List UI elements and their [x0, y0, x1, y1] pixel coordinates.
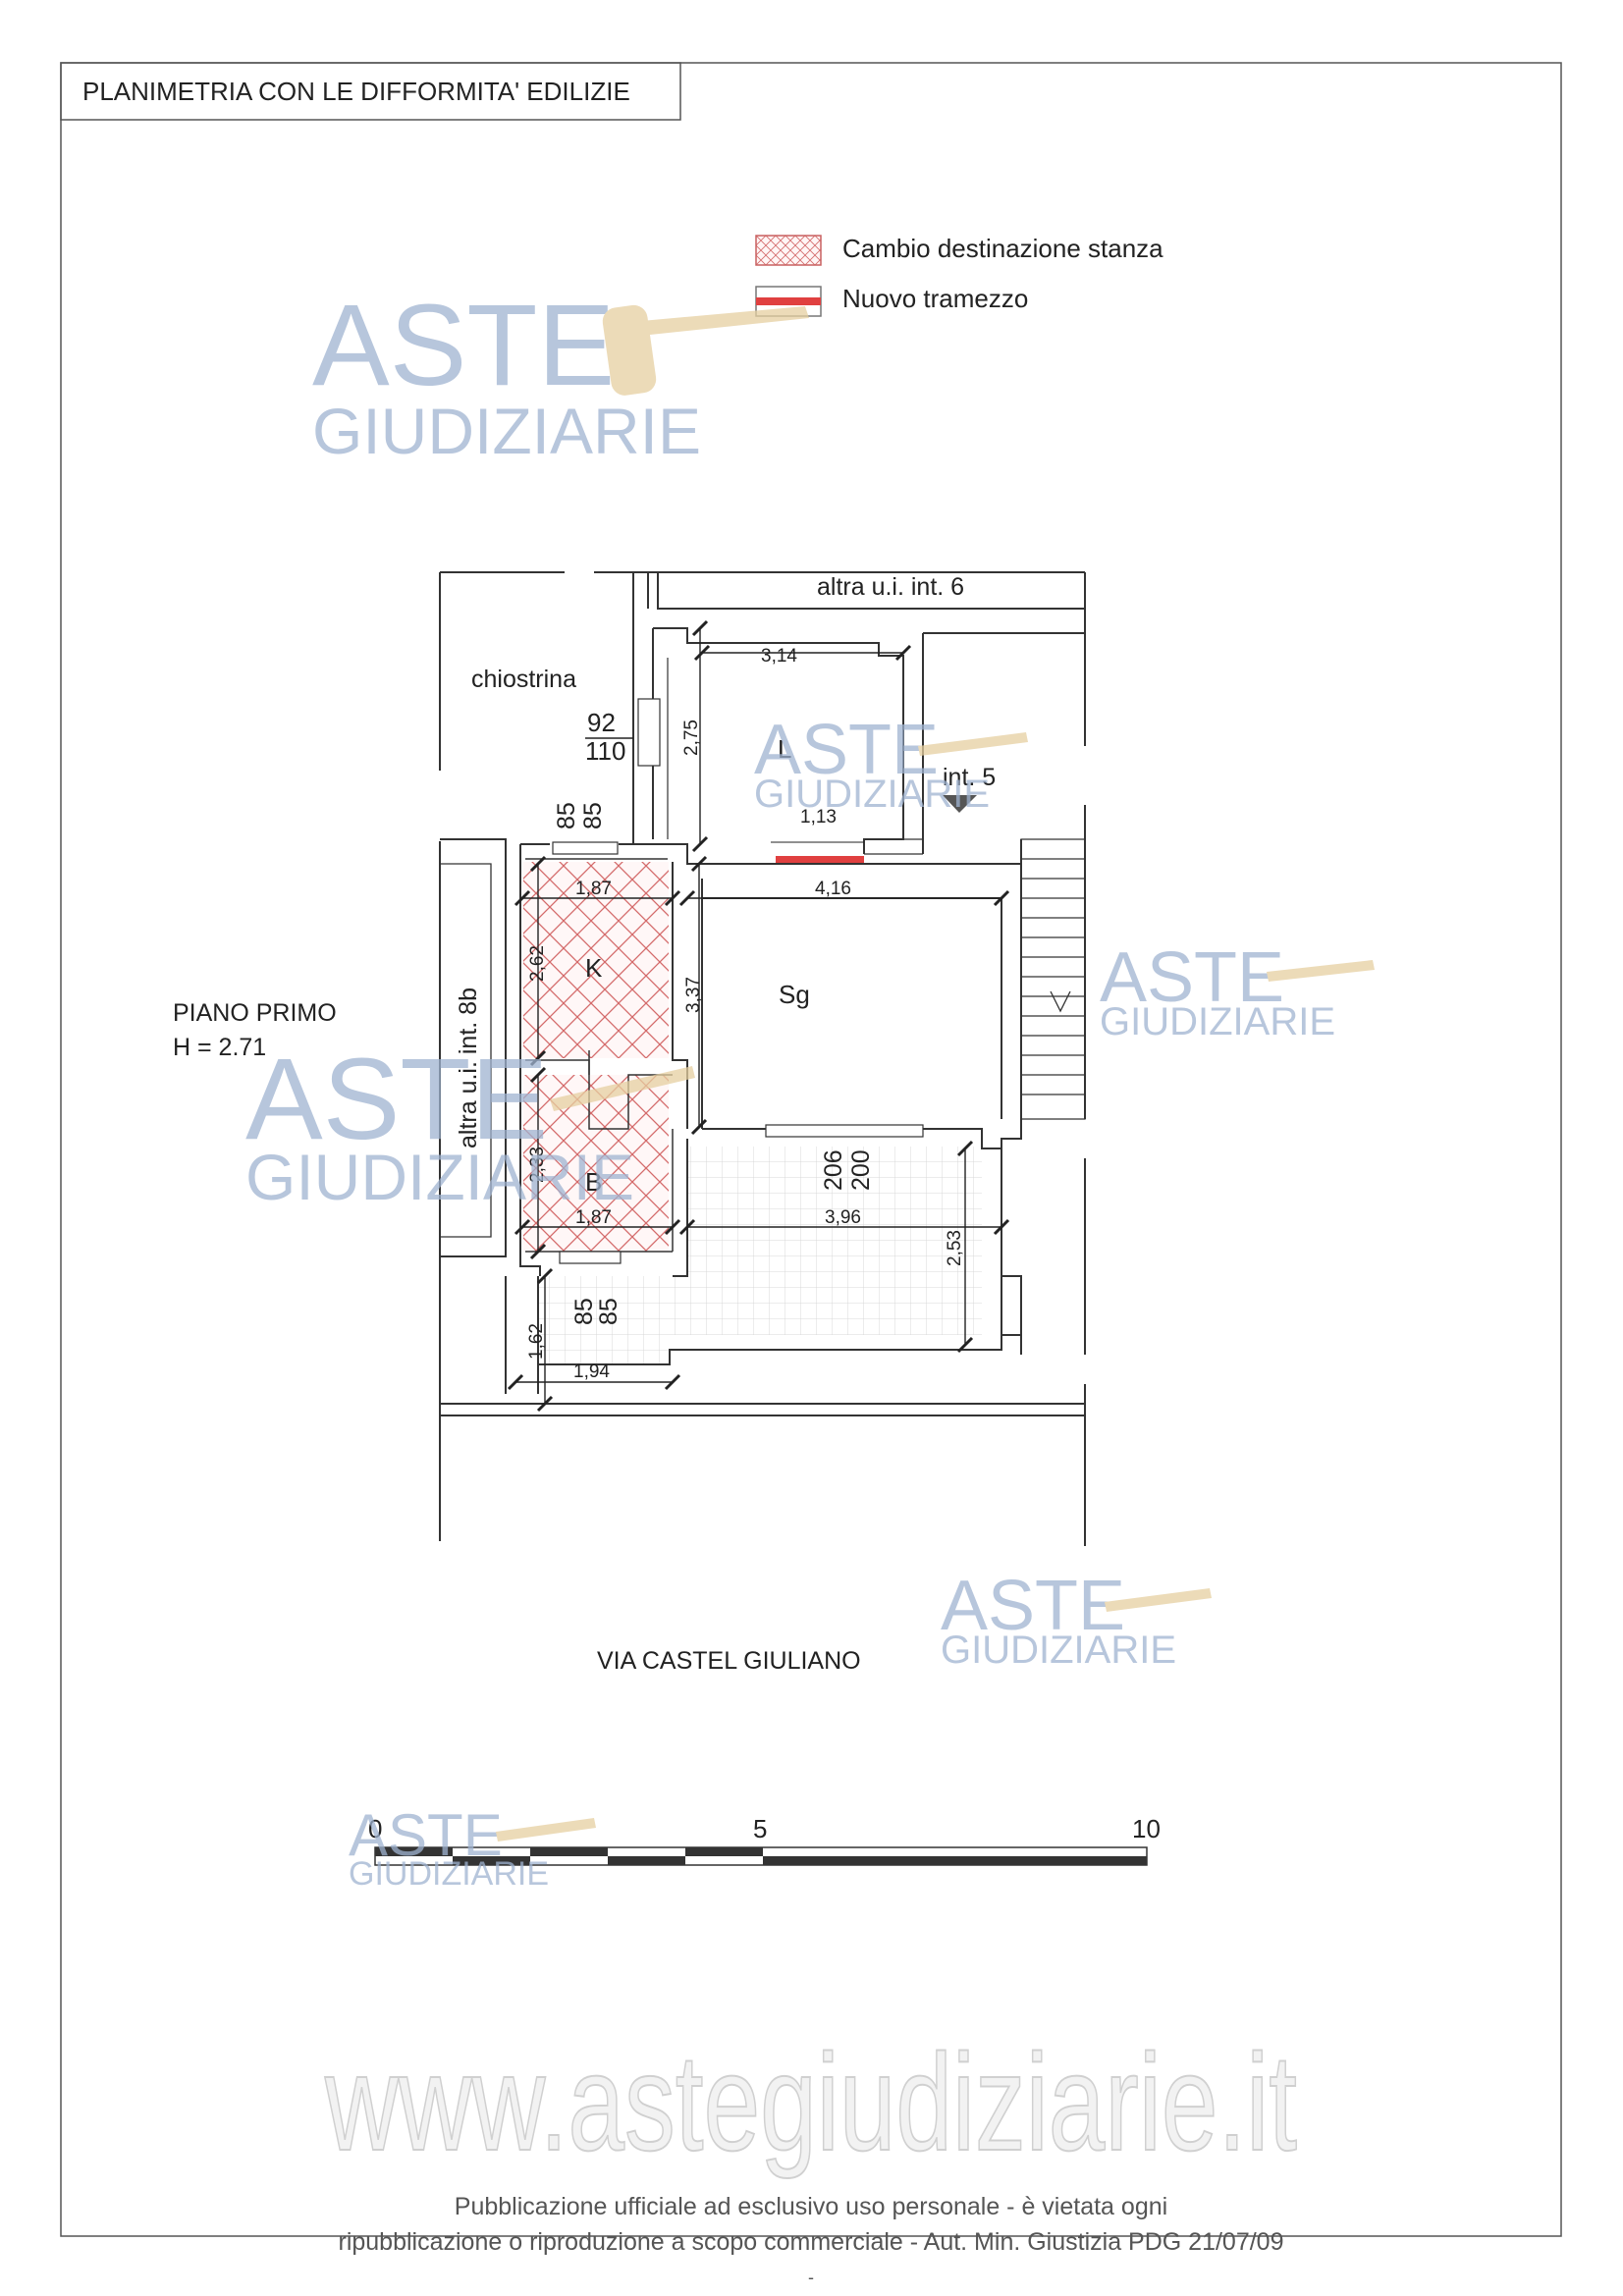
page-frame: [60, 62, 1562, 2237]
window-bath: [559, 1251, 622, 1264]
room-label-kitchen: K: [585, 953, 603, 983]
unit-marker-icon: [943, 795, 977, 813]
legend-label-new-partition: Nuovo tramezzo: [842, 284, 1028, 313]
watermark-brand-top: ASTE: [245, 1035, 548, 1164]
dim-262: 2,62: [527, 945, 548, 982]
watermark-brand-bottom: GIUDIZIARIE: [312, 395, 701, 467]
bath-hatch: [523, 1075, 669, 1252]
terrace-floor: [538, 1147, 982, 1364]
dim-110: 110: [585, 736, 625, 766]
window-chiostrina: [637, 698, 661, 767]
watermark-logo-1: ASTE GIUDIZIARIE: [312, 281, 809, 467]
street-front: [440, 1403, 1085, 1416]
gavel-icon: [918, 732, 1028, 756]
gavel-icon: [1105, 1588, 1212, 1612]
window-living: [765, 1124, 924, 1138]
legend-swatch-hatch: [755, 235, 822, 266]
legend-label-room-change: Cambio destinazione stanza: [842, 234, 1163, 263]
watermark-brand-top: ASTE: [941, 1567, 1125, 1645]
new-partition-bar: [776, 856, 864, 863]
wall-left-main: [519, 844, 541, 1276]
scale-label-0: 0: [368, 1814, 382, 1843]
watermark-logo-2: ASTE GIUDIZIARIE: [754, 711, 1028, 816]
gavel-icon: [496, 1818, 596, 1842]
dim-85-bottom-b: 85: [595, 1298, 622, 1325]
scale-bar: 0 5 10: [368, 1814, 1161, 1866]
dim-85-top-b: 85: [579, 802, 607, 829]
label-other-unit-top: altra u.i. int. 6: [817, 573, 964, 601]
dim-253: 2,53: [945, 1230, 965, 1266]
room-label-living: Sg: [779, 980, 810, 1009]
wall-terrace: [537, 1139, 1002, 1394]
watermark-logos: ASTE GIUDIZIARIE ASTE GIUDIZIARIE ASTE G…: [245, 281, 1375, 1893]
dim-194: 1,94: [573, 1362, 610, 1382]
laundry-door: [864, 838, 923, 855]
wall-top-main: [520, 843, 1021, 865]
watermark-logo-5: ASTE GIUDIZIARIE: [941, 1567, 1212, 1672]
dim-200: 200: [847, 1149, 875, 1191]
watermark-logo-3: ASTE GIUDIZIARIE: [1100, 938, 1375, 1043]
watermark-brand-top: ASTE: [754, 711, 939, 789]
room-label-bath: B: [585, 1167, 602, 1197]
wall-chiostrina: [632, 572, 649, 844]
wall-terrace-left: [505, 1276, 1021, 1394]
scale-label-5: 5: [753, 1814, 767, 1843]
dim-337: 3,37: [683, 977, 704, 1013]
label-height: H = 2.71: [173, 1034, 266, 1061]
floor-plan: [439, 571, 1086, 1546]
dim-275: 2,75: [681, 720, 702, 756]
label-floor: PIANO PRIMO: [173, 999, 337, 1027]
dim-206: 206: [820, 1149, 847, 1191]
legend-swatch-partition-bar: [756, 297, 821, 305]
dim-416: 4,16: [815, 879, 851, 899]
watermark-logo-6: ASTE GIUDIZIARIE: [349, 1802, 596, 1893]
watermark-brand-bottom: GIUDIZIARIE: [245, 1141, 634, 1213]
gavel-icon: [550, 1066, 695, 1111]
watermark-brand-top: ASTE: [349, 1802, 503, 1868]
watermark-logo-4: ASTE GIUDIZIARIE: [245, 1035, 695, 1213]
watermark-brand-bottom: GIUDIZIARIE: [754, 773, 990, 816]
footer-mark: -: [808, 2268, 814, 2287]
footer-line-2: ripubblicazione o riproduzione a scopo c…: [339, 2228, 1284, 2256]
dim-85-bottom-a: 85: [570, 1298, 598, 1325]
legend: Cambio destinazione stanza Nuovo tramezz…: [755, 234, 1163, 317]
dim-85-top-a: 85: [553, 802, 580, 829]
dim-396: 3,96: [825, 1207, 861, 1228]
gavel-icon: [609, 306, 809, 339]
wall-int8b: [440, 838, 507, 1257]
stairs: [1020, 838, 1086, 1120]
title-box: [60, 62, 681, 121]
label-street: VIA CASTEL GIULIANO: [597, 1647, 861, 1675]
wall-int6: [657, 572, 1085, 610]
dim-92: 92: [587, 708, 616, 737]
dimension-lines: [507, 619, 1010, 1413]
label-unit-int5: int. 5: [943, 764, 996, 791]
footer-line-1: Pubblicazione ufficiale ad esclusivo uso…: [455, 2193, 1167, 2220]
page-title: PLANIMETRIA CON LE DIFFORMITA' EDILIZIE: [82, 77, 630, 106]
wall-living: [702, 897, 1002, 1149]
scale-label-10: 10: [1132, 1814, 1161, 1843]
dim-314: 3,14: [761, 646, 797, 667]
gavel-icon: [1267, 960, 1375, 982]
wall-right-main: [1001, 839, 1022, 1355]
watermark-url: www.astegiudiziarie.it: [324, 2025, 1297, 2179]
dim-187-bottom: 1,87: [575, 1207, 612, 1228]
watermark-brand-top: ASTE: [1100, 938, 1284, 1017]
wall-int8b-inner: [440, 863, 492, 1238]
dim-233: 2,33: [527, 1147, 548, 1183]
label-other-unit-left: altra u.i. int. 8b: [455, 988, 482, 1148]
window-kitchen: [552, 841, 619, 855]
watermark-brand-top: ASTE: [312, 281, 615, 410]
wall-kitchen-living: [672, 862, 703, 1129]
watermark-brand-bottom: GIUDIZIARIE: [941, 1629, 1176, 1672]
room-label-laundry: L: [778, 734, 791, 764]
watermark-brand-bottom: GIUDIZIARIE: [1100, 1000, 1335, 1043]
dim-113: 1,13: [800, 807, 837, 828]
dim-162: 1,62: [526, 1323, 547, 1360]
kitchen-hatch: [523, 862, 669, 1058]
watermark-brand-bottom: GIUDIZIARIE: [349, 1855, 549, 1893]
label-chiostrina: chiostrina: [471, 666, 576, 693]
dim-187-top: 1,87: [575, 879, 612, 899]
